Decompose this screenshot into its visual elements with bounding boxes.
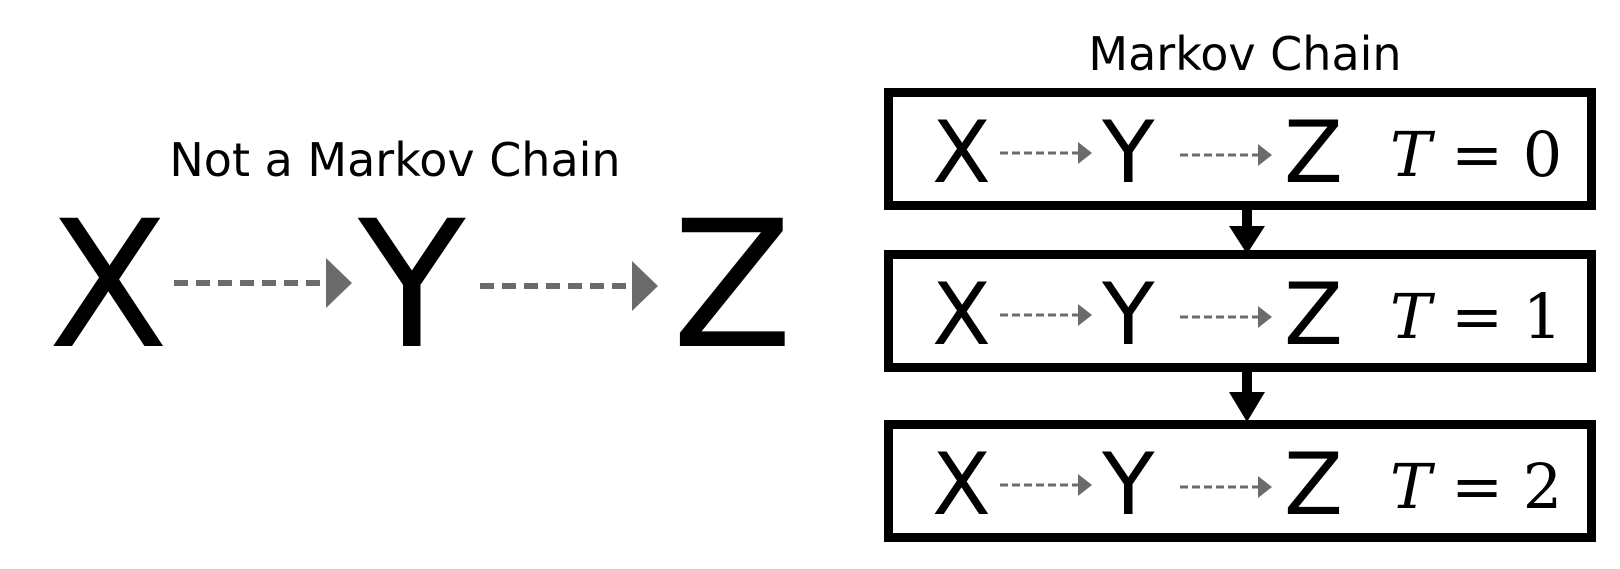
step0-node-y: Y xyxy=(1102,103,1155,203)
left-dashed-arrow-x-to-y xyxy=(174,258,354,308)
time-step-frame-1 xyxy=(884,250,1596,372)
step2-node-z: Z xyxy=(1284,435,1343,535)
step0-time-value: 0 xyxy=(1522,118,1563,191)
left-node-y: Y xyxy=(358,183,466,388)
right-diagram-title: Markov Chain xyxy=(1088,27,1402,81)
step1-time-value: 1 xyxy=(1522,280,1563,353)
transition-arrow-t1-to-t2 xyxy=(1226,366,1268,422)
step1-time-label: T = 1 xyxy=(1390,282,1562,352)
step2-time-label: T = 2 xyxy=(1390,452,1562,522)
step0-arrow-y-to-z xyxy=(1180,142,1272,168)
step2-time-value: 2 xyxy=(1522,450,1563,523)
step1-equals-sign: = xyxy=(1451,280,1504,353)
time-step-frame-0 xyxy=(884,88,1596,210)
step2-node-x: X xyxy=(932,435,991,535)
step0-arrow-x-to-y xyxy=(1000,140,1092,166)
step1-node-y: Y xyxy=(1102,265,1155,365)
step2-node-y: Y xyxy=(1102,435,1155,535)
left-dashed-arrow-y-to-z xyxy=(480,261,660,311)
step0-time-label: T = 0 xyxy=(1390,120,1562,190)
step1-node-z: Z xyxy=(1284,265,1343,365)
step1-node-x: X xyxy=(932,265,991,365)
step1-time-variable: T xyxy=(1390,280,1432,353)
step2-arrow-x-to-y xyxy=(1000,472,1092,498)
left-node-x: X xyxy=(48,183,169,388)
transition-arrow-t0-to-t1 xyxy=(1226,202,1268,254)
step0-time-variable: T xyxy=(1390,118,1432,191)
left-node-z: Z xyxy=(672,183,793,388)
step0-equals-sign: = xyxy=(1451,118,1504,191)
step2-equals-sign: = xyxy=(1451,450,1504,523)
step2-arrow-y-to-z xyxy=(1180,474,1272,500)
step0-node-x: X xyxy=(932,103,991,203)
left-diagram-title: Not a Markov Chain xyxy=(169,133,621,187)
step1-arrow-x-to-y xyxy=(1000,302,1092,328)
step2-time-variable: T xyxy=(1390,450,1432,523)
step0-node-z: Z xyxy=(1284,103,1343,203)
step1-arrow-y-to-z xyxy=(1180,304,1272,330)
time-step-frame-2 xyxy=(884,420,1596,542)
